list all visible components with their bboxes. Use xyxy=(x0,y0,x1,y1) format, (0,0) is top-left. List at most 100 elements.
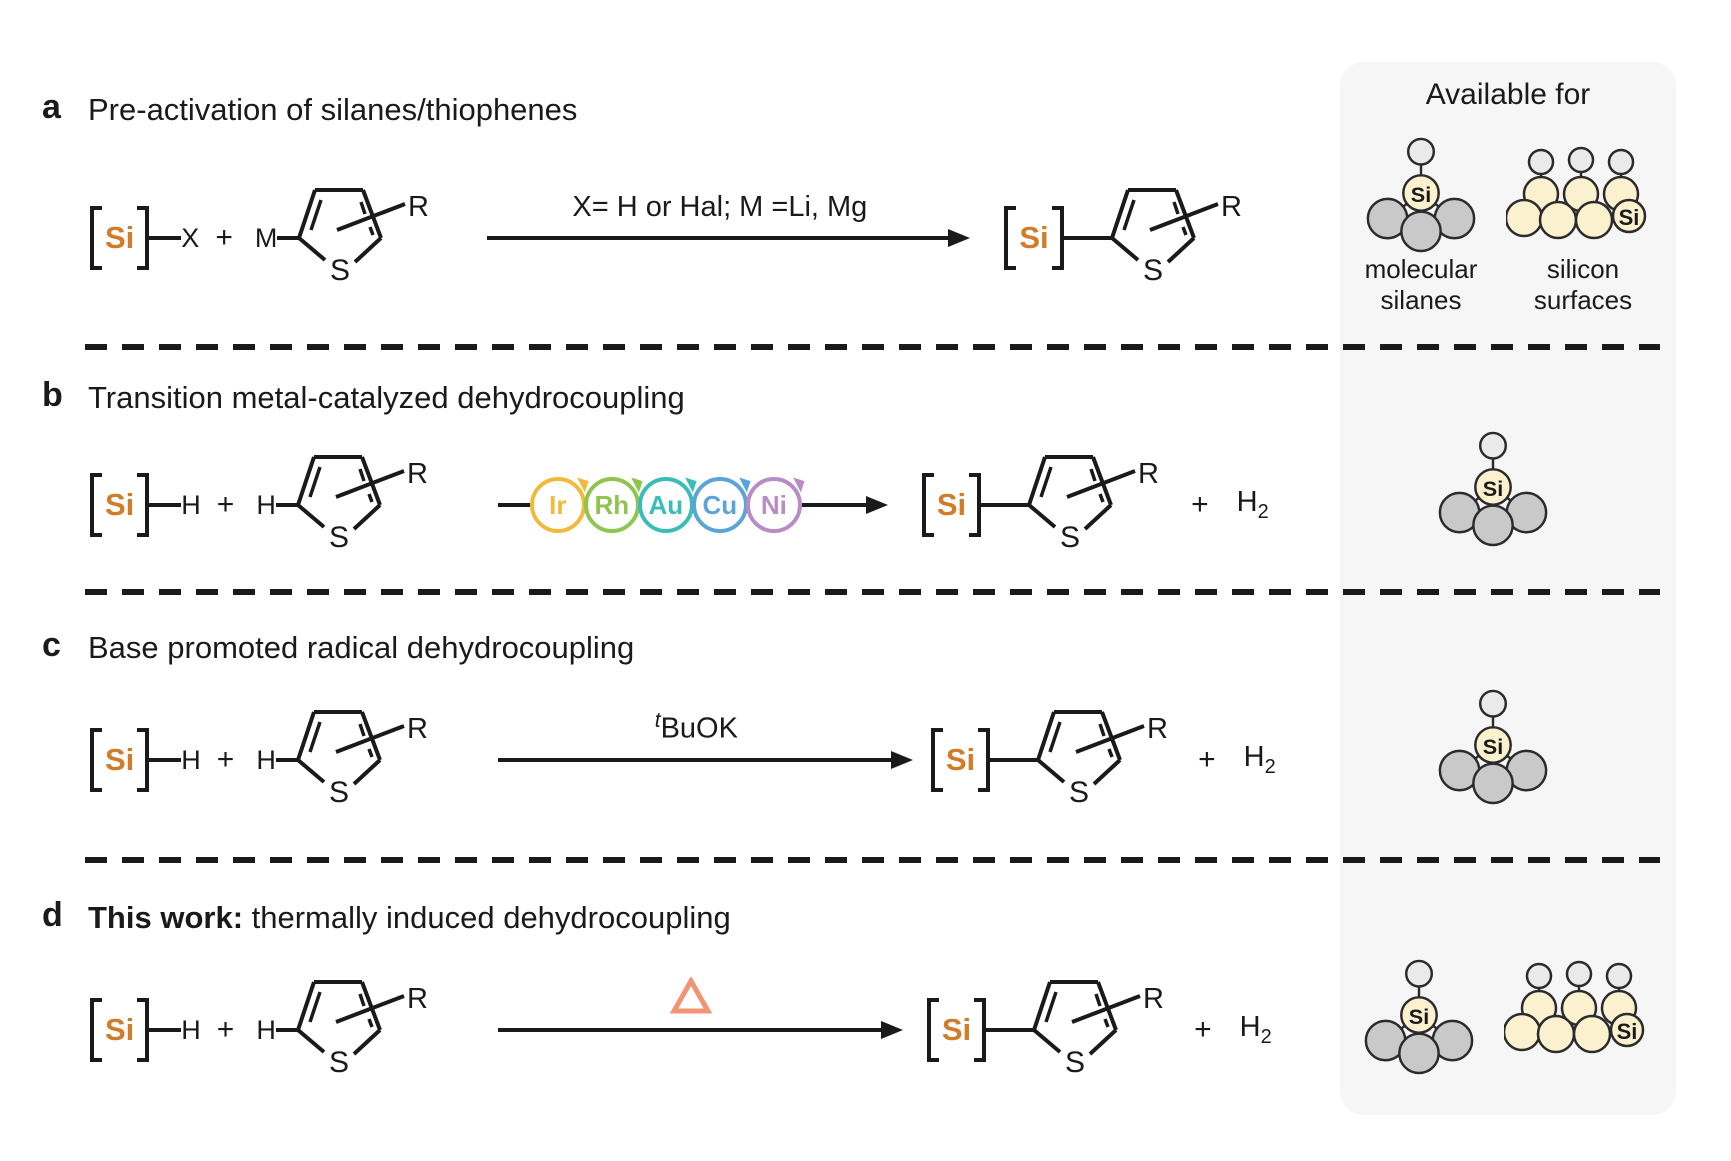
single-bond xyxy=(149,236,182,240)
single-bond xyxy=(1063,236,1090,240)
plus-sign: + xyxy=(1198,743,1216,776)
cycle-arrowhead-icon xyxy=(681,477,697,493)
bracket-left xyxy=(1004,206,1017,270)
molecular-silane-icon xyxy=(1434,684,1552,806)
bracket-right xyxy=(974,998,987,1062)
catalyst-symbol: Ir xyxy=(549,489,567,520)
thiophene-icon xyxy=(277,178,435,282)
silyl-reactant: Si H xyxy=(90,728,201,792)
plus-sign: + xyxy=(216,488,235,521)
panel-b-label: b xyxy=(42,376,63,414)
reaction-a: Si X + M X= H or Hal; M =Li, Mg Si xyxy=(90,163,1248,313)
silyl-thiophene-product: Si xyxy=(921,453,1165,557)
bracket-right xyxy=(1051,206,1064,270)
catalyst-symbol: Cu xyxy=(702,489,738,520)
cycle-arrowhead-icon xyxy=(735,477,751,493)
silicon-surface-icon xyxy=(1504,960,1654,1060)
hydride-label: H xyxy=(181,1014,201,1045)
bracket-left xyxy=(926,998,939,1062)
thiophene-icon xyxy=(1012,970,1170,1074)
divider xyxy=(85,344,1660,350)
catalyst-cu-icon: Cu xyxy=(691,477,751,533)
thiophene-icon xyxy=(276,445,434,549)
catalyst-au-icon: Au xyxy=(637,477,697,533)
hydrogen-atom-label: H xyxy=(256,489,276,520)
thiophene-icon xyxy=(1007,445,1165,549)
thiophene-icon xyxy=(1016,700,1174,804)
reaction-arrow-d xyxy=(497,970,903,1090)
bracket-right xyxy=(137,206,150,270)
bracket-right xyxy=(137,998,150,1062)
silicon-symbol: Si xyxy=(105,1012,135,1047)
thiophene-reactant: H xyxy=(256,708,434,812)
single-bond xyxy=(990,758,1017,762)
plus-sign: + xyxy=(1194,1013,1212,1046)
silicon-symbol: Si xyxy=(105,487,135,522)
single-bond xyxy=(149,758,182,762)
bracket-left xyxy=(90,473,102,537)
arrow-line xyxy=(497,751,913,769)
silicon-symbol: Si xyxy=(105,742,135,777)
bracket-right xyxy=(137,728,150,792)
bracket-right xyxy=(978,728,991,792)
single-bond xyxy=(981,503,1008,507)
molecular-silane-icon xyxy=(1362,132,1480,254)
thiophene-icon xyxy=(1090,178,1248,282)
reaction-arrow-a: X= H or Hal; M =Li, Mg xyxy=(487,178,971,298)
silicon-surfaces-label: silicon surfaces xyxy=(1533,254,1633,315)
panel-a-title: Pre-activation of silanes/thiophenes xyxy=(88,92,578,127)
reaction-c: Si H + H tBuOK Si + H2 xyxy=(90,685,1276,835)
panel-c-label: c xyxy=(42,626,61,664)
hydride-label: H xyxy=(181,744,201,775)
hydride-label: H xyxy=(181,489,201,520)
plus-sign: + xyxy=(216,1013,235,1046)
plus-sign: + xyxy=(1191,488,1209,521)
reaction-b: Si H + H Ir Rh Au Cu xyxy=(90,430,1269,580)
single-bond xyxy=(986,1028,1013,1032)
thiophene-reactant: H xyxy=(256,978,434,1082)
reaction-conditions: tBuOK xyxy=(654,709,738,745)
single-bond xyxy=(149,1028,182,1032)
catalyst-ir-icon: Ir xyxy=(529,477,589,533)
catalyst-symbol: Au xyxy=(648,489,684,520)
divider xyxy=(85,589,1660,595)
thiophene-icon xyxy=(276,970,434,1074)
silicon-symbol: Si xyxy=(945,742,976,777)
thiophene-reactant: H xyxy=(256,453,434,557)
cycle-arrowhead-icon xyxy=(573,477,589,493)
leaving-group-label: X xyxy=(181,222,200,253)
delta-heat-icon xyxy=(670,975,713,1014)
sidebar-title: Available for xyxy=(1425,78,1591,111)
bracket-right xyxy=(969,473,982,537)
silicon-symbol: Si xyxy=(105,220,135,255)
available-for-panel: Available for molecular silanes silicon … xyxy=(1340,62,1676,1115)
molecular-silanes-label: molecular silanes xyxy=(1364,254,1478,315)
panel-a-label: a xyxy=(42,88,61,126)
silyl-reactant: Si X xyxy=(90,206,199,270)
catalyst-symbol: Ni xyxy=(760,489,787,520)
arrow-line xyxy=(497,1021,903,1039)
cycle-arrowhead-icon xyxy=(627,477,643,493)
thiophene-icon xyxy=(276,700,434,804)
bracket-left xyxy=(90,998,102,1062)
hydrogen-gas-label: H2 xyxy=(1243,741,1276,778)
metal-catalyst-chain: Ir Rh Au Cu Ni xyxy=(497,477,888,533)
panel-b-title: Transition metal-catalyzed dehydrocoupli… xyxy=(88,380,685,415)
divider xyxy=(85,857,1660,863)
silyl-reactant: Si H xyxy=(90,473,201,537)
reaction-arrow-c: tBuOK xyxy=(497,700,913,820)
silyl-thiophene-product: Si xyxy=(1004,186,1247,290)
bracket-left xyxy=(90,206,102,270)
silicon-symbol: Si xyxy=(1019,220,1049,255)
silyl-thiophene-product: Si xyxy=(926,978,1170,1082)
hydrogen-gas-label: H2 xyxy=(1236,486,1269,523)
cycle-arrowhead-icon xyxy=(789,477,805,493)
molecular-silane-icon xyxy=(1434,426,1552,548)
panel-c-title: Base promoted radical dehydrocoupling xyxy=(88,630,635,665)
silicon-surface-icon xyxy=(1506,146,1656,246)
molecular-silane-icon xyxy=(1360,954,1478,1076)
bond-to-catalysts xyxy=(497,503,532,507)
catalyst-rh-icon: Rh xyxy=(583,477,643,533)
catalyst-ni-icon: Ni xyxy=(745,477,805,533)
hydrogen-atom-label: H xyxy=(256,744,276,775)
